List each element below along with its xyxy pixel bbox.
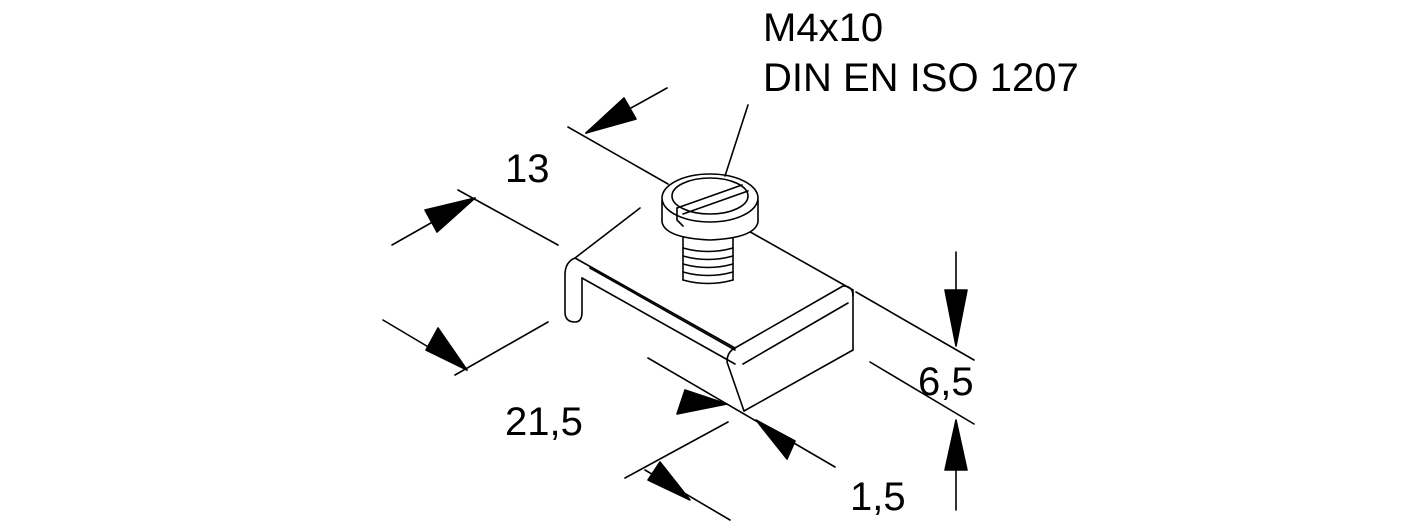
screw-thread xyxy=(682,237,734,285)
width-dimension-label: 13 xyxy=(505,147,550,191)
screw-head xyxy=(661,173,759,241)
dimension-height-6-5 xyxy=(855,251,975,511)
screw-size-label: M4x10 xyxy=(763,6,884,50)
callout-leader-line xyxy=(724,104,749,177)
screw xyxy=(661,173,759,285)
dimension-width-13 xyxy=(391,87,669,246)
thickness-dimension-label: 1,5 xyxy=(850,475,906,519)
dimension-thickness-1-5 xyxy=(624,357,836,521)
length-dimension-label: 21,5 xyxy=(505,400,583,444)
screw-standard-label: DIN EN ISO 1207 xyxy=(763,56,1079,100)
height-dimension-label: 6,5 xyxy=(918,360,974,404)
dimension-length-21-5 xyxy=(382,319,549,376)
clamp-body xyxy=(564,207,854,412)
